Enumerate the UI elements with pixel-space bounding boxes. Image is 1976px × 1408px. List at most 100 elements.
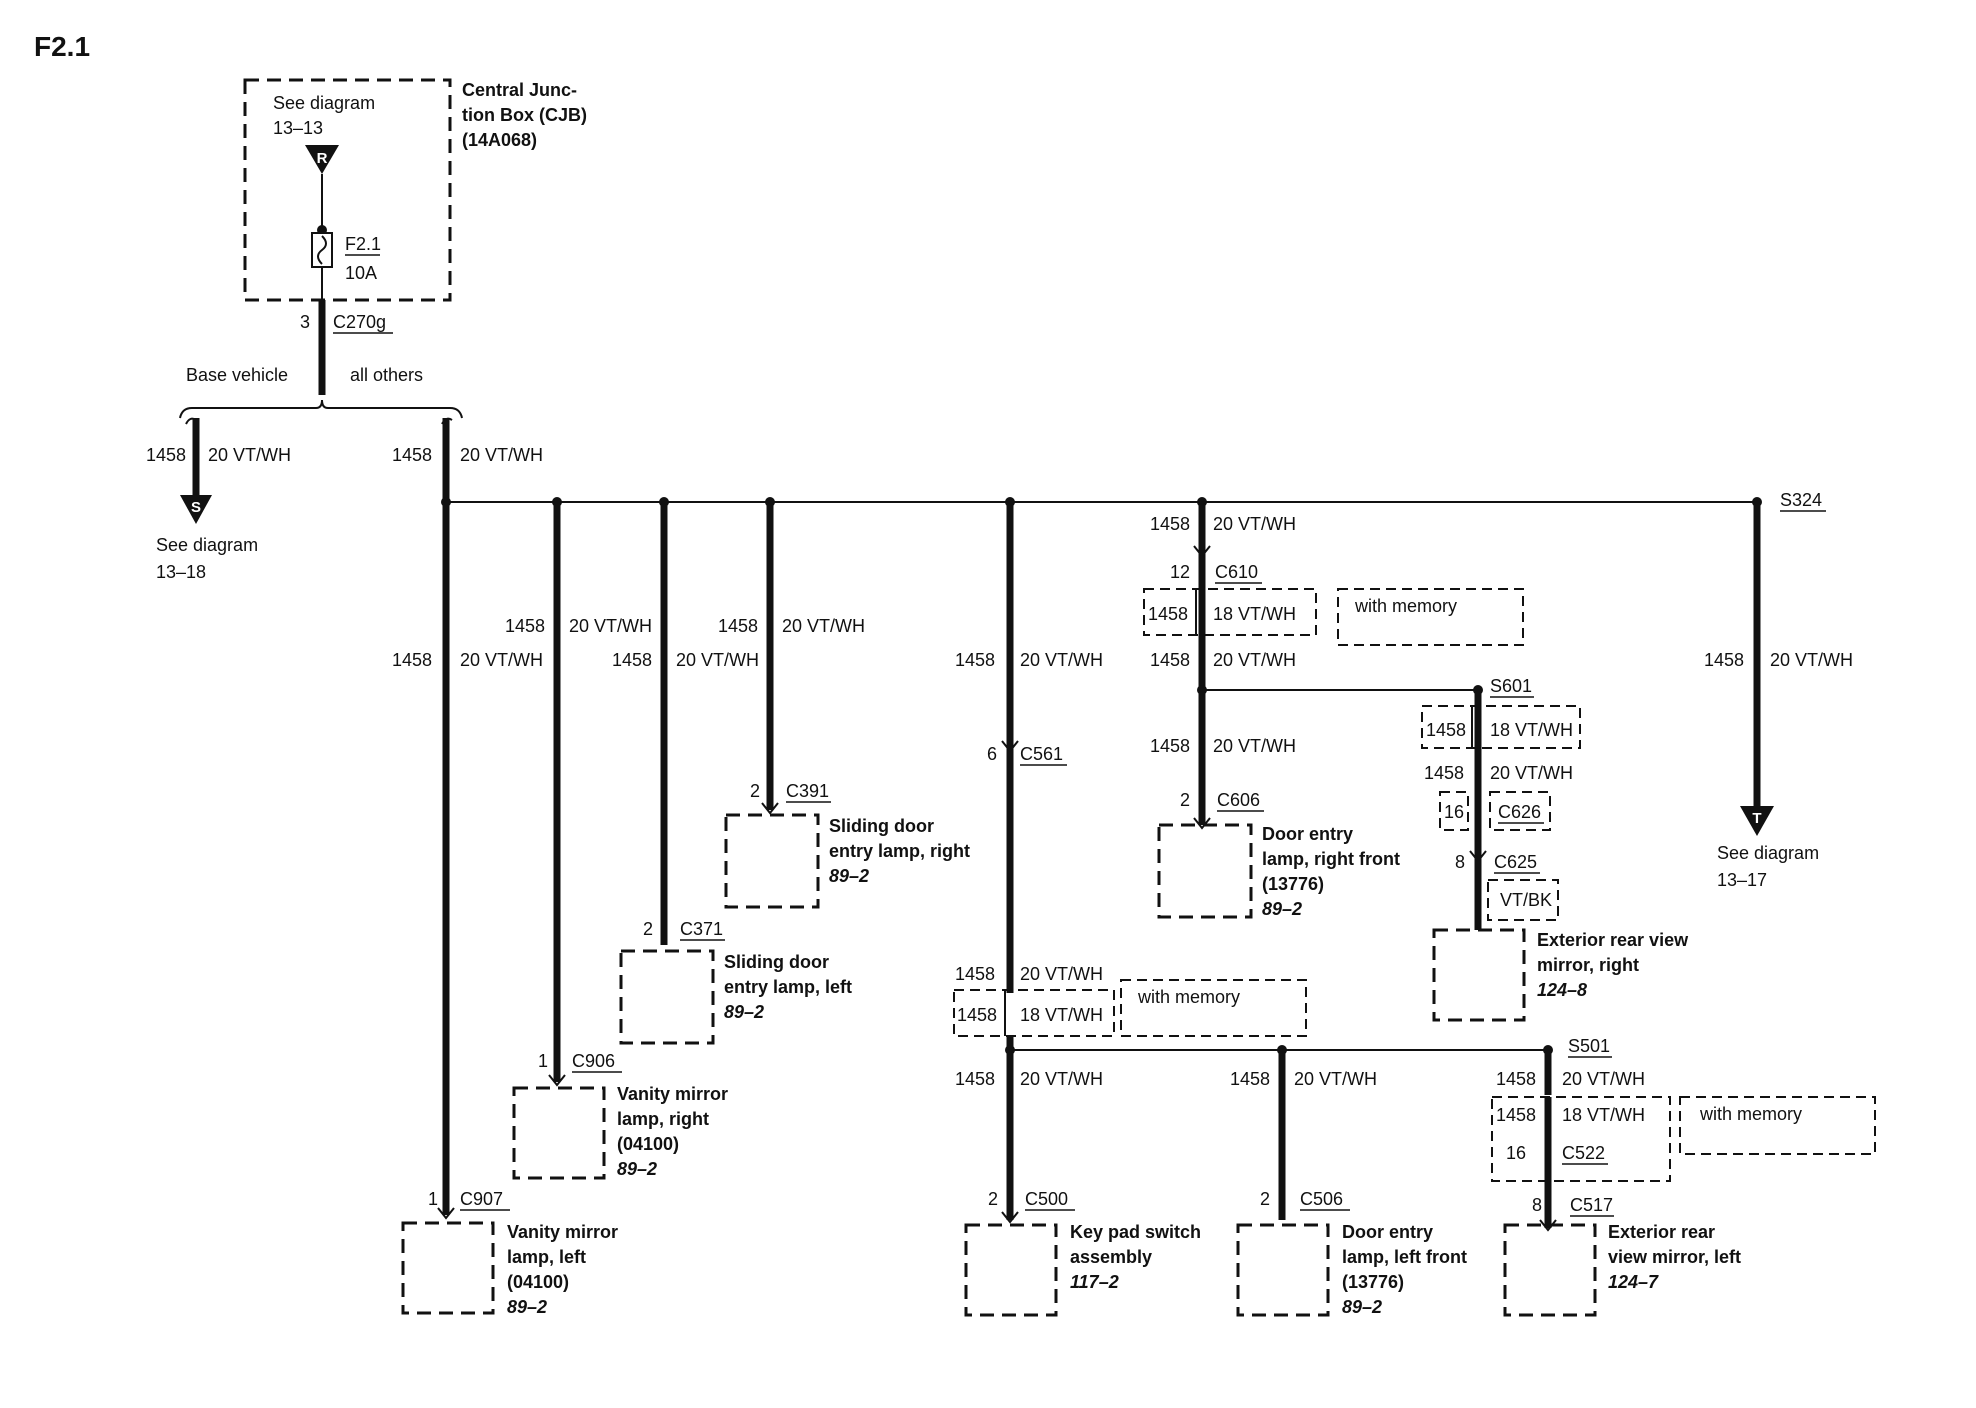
wire-circuit: 1458 [718,616,758,636]
wire-circuit: 1458 [1150,650,1190,670]
connector-c625: C625 [1494,852,1537,872]
right-branch-see-ref: 13–17 [1717,870,1767,890]
base-vehicle-branch: 1458 20 VT/WH S See diagram 13–18 [146,418,291,582]
keypad-switch [964,1223,1058,1317]
keypad-label-1: Key pad switch [1070,1222,1201,1242]
pin-c506: 2 [1260,1189,1270,1209]
wire-gauge: 18 VT/WH [1020,1005,1103,1025]
wire-gauge: 20 VT/WH [1770,650,1853,670]
vanity-left-label-2: lamp, left [507,1247,586,1267]
pin-c606: 2 [1180,790,1190,810]
wire-circuit: 1458 [146,445,186,465]
sliding-left-label-1: Sliding door [724,952,829,972]
pin-c517: 8 [1532,1195,1542,1215]
right-branch-see: See diagram [1717,843,1819,863]
mirror-left-label-2: view mirror, left [1608,1247,1741,1267]
pin-c907: 1 [428,1189,438,1209]
pin-c561: 6 [987,744,997,764]
keypad-ref: 117–2 [1070,1272,1119,1292]
connector-c391: C391 [786,781,829,801]
diagram-title: F2.1 [34,31,90,62]
with-memory-label: with memory [1137,987,1240,1007]
mirror-right-ref: 124–8 [1537,980,1587,1000]
left-branch-marker: S [191,499,201,516]
left-branch-see-ref: 13–18 [156,562,206,582]
door-right-label-3: (13776) [1262,874,1324,894]
pin-c391: 2 [750,781,760,801]
vanity-right-label-2: lamp, right [617,1109,709,1129]
pin-c626: 16 [1444,802,1464,822]
wire-gauge: 20 VT/WH [676,650,759,670]
door-left-lamp [1236,1223,1330,1317]
memory-18-box [1143,588,1317,636]
cjb-marker: R [317,150,328,167]
wire-circuit: 1458 [612,650,652,670]
option-all-others: all others [350,365,423,385]
with-memory-label: with memory [1354,596,1457,616]
pin-c610: 12 [1170,562,1190,582]
mirror-right [1432,928,1526,1022]
vanity-left-lamp [401,1221,495,1315]
wire-circuit: 1458 [1230,1069,1270,1089]
memory-18-box [1421,705,1581,749]
splice-s601: S601 [1490,676,1532,696]
mirror-left-label-1: Exterior rear [1608,1222,1715,1242]
cjb-marker-icon [305,145,339,174]
wire-circuit: 1458 [1148,604,1188,624]
wire-gauge: 18 VT/WH [1562,1105,1645,1125]
wire-circuit: 1458 [957,1005,997,1025]
wire-circuit: 1458 [955,650,995,670]
wire-circuit: 1458 [1150,736,1190,756]
wire-gauge: 20 VT/WH [208,445,291,465]
wire-gauge: 20 VT/WH [1020,964,1103,984]
wire-gauge: 20 VT/WH [1294,1069,1377,1089]
wire-circuit: 1458 [1150,514,1190,534]
mirror-right-label-2: mirror, right [1537,955,1639,975]
door-right-label-2: lamp, right front [1262,849,1400,869]
sliding-right-lamp [724,813,820,909]
vanity-left-label-3: (04100) [507,1272,569,1292]
with-memory-box [1679,1096,1876,1155]
connector-c606: C606 [1217,790,1260,810]
wire-gauge: 20 VT/WH [1562,1069,1645,1089]
connector-c506: C506 [1300,1189,1343,1209]
wire-circuit: 1458 [392,650,432,670]
wire-gauge: 20 VT/WH [1213,736,1296,756]
vanity-right-label-1: Vanity mirror [617,1084,728,1104]
memory-connector-box [1491,1096,1671,1182]
door-left-ref: 89–2 [1342,1297,1382,1317]
sliding-left-ref: 89–2 [724,1002,764,1022]
mirror-left-ref: 124–7 [1608,1272,1659,1292]
fuse-amps: 10A [345,263,377,283]
with-memory-label: with memory [1699,1104,1802,1124]
connector-c610: C610 [1215,562,1258,582]
wire-circuit: 1458 [955,964,995,984]
sliding-right-ref: 89–2 [829,866,869,886]
splice-s324: S324 [1780,490,1822,510]
vanity-right-ref: 89–2 [617,1159,657,1179]
sliding-right-label-1: Sliding door [829,816,934,836]
pin-c522: 16 [1506,1143,1526,1163]
wire-circuit: 1458 [1426,720,1466,740]
door-left-label-1: Door entry [1342,1222,1433,1242]
connector-c626: C626 [1498,802,1541,822]
cjb-label-3: (14A068) [462,130,537,150]
wire-gauge: 20 VT/WH [1213,650,1296,670]
vanity-left-label-1: Vanity mirror [507,1222,618,1242]
pin-c906: 1 [538,1051,548,1071]
wire-circuit: 1458 [505,616,545,636]
wire-gauge: 18 VT/WH [1213,604,1296,624]
wire-circuit: 1458 [392,445,432,465]
cjb-see-ref: 13–13 [273,118,323,138]
door-right-label-1: Door entry [1262,824,1353,844]
sliding-right-label-2: entry lamp, right [829,841,970,861]
pin-16-box [1439,791,1469,831]
pin-c371: 2 [643,919,653,939]
wire-circuit: 1458 [955,1069,995,1089]
connector-c906: C906 [572,1051,615,1071]
wire-circuit: 1458 [1424,763,1464,783]
wire-gauge: 20 VT/WH [569,616,652,636]
right-branch-marker: T [1752,810,1761,827]
memory-18-box [953,989,1115,1037]
wire-gauge: 20 VT/WH [1490,763,1573,783]
